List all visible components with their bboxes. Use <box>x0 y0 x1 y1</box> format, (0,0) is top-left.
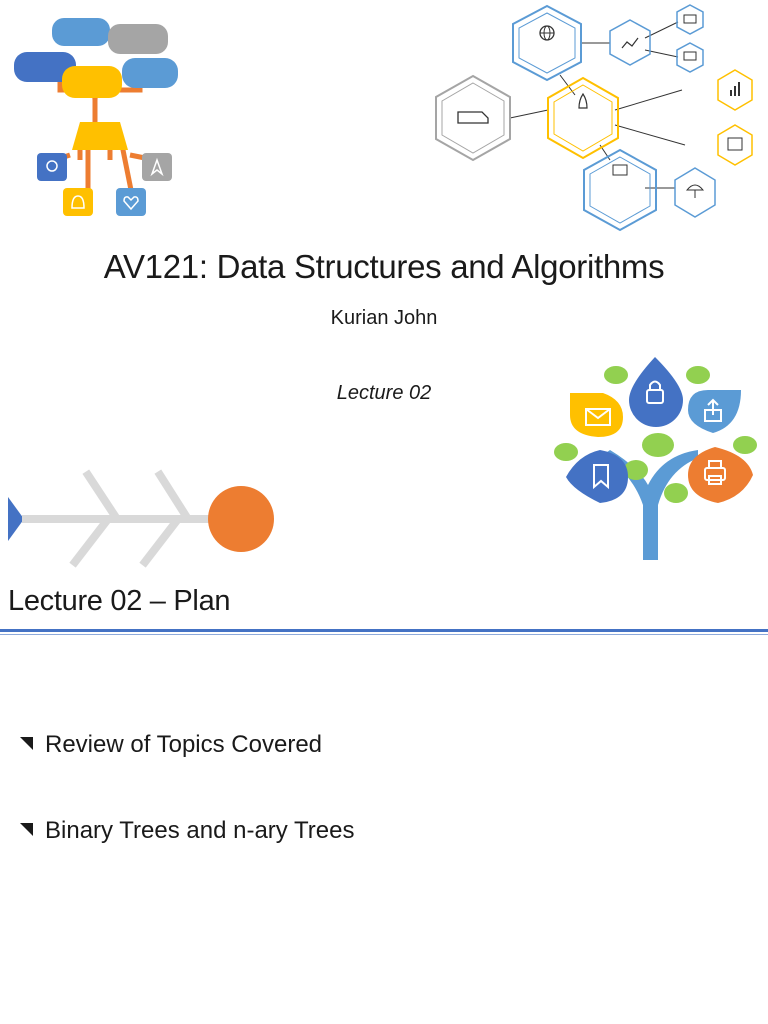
rocket-hexagon <box>547 76 619 160</box>
bar-chart-hexagon <box>717 69 753 111</box>
bell-icon <box>63 188 93 216</box>
mail-icon <box>570 393 623 437</box>
printer-icon <box>688 447 753 503</box>
location-pin-icon <box>37 153 67 181</box>
list-item: Review of Topics Covered <box>20 731 322 759</box>
monitor-hexagon <box>676 4 704 35</box>
hexagon-network-graphic <box>435 4 753 232</box>
cloud-tree-graphic <box>14 18 178 216</box>
globe-icon <box>539 25 555 41</box>
tree-icons-graphic <box>554 357 757 560</box>
globe-hexagon <box>512 4 582 82</box>
safe-hexagon <box>717 124 753 166</box>
line-chart-hexagon <box>609 19 651 66</box>
bullet-triangle-icon <box>20 822 33 836</box>
list-item: Binary Trees and n-ary Trees <box>20 817 354 845</box>
title-underline-thin <box>0 634 768 635</box>
umbrella-hexagon <box>674 167 716 218</box>
presentation-hexagon <box>583 148 657 232</box>
lock-icon <box>629 357 683 427</box>
plan-title: Lecture 02 – Plan <box>8 585 231 617</box>
share-icon <box>688 390 741 433</box>
heart-icon <box>116 188 146 216</box>
bullet-text: Review of Topics Covered <box>45 731 323 758</box>
cloud-icon <box>14 18 178 98</box>
fishbone-graphic <box>8 469 274 568</box>
lecture-number: Lecture 02 <box>336 382 432 404</box>
fish-head-icon <box>208 486 274 552</box>
fish-tail-icon <box>8 497 24 541</box>
bookmark-icon <box>566 450 628 503</box>
navigation-icon <box>142 153 172 181</box>
bullet-text: Binary Trees and n-ary Trees <box>45 817 355 844</box>
van-hexagon <box>435 74 511 162</box>
bullet-triangle-icon <box>20 736 33 750</box>
slide-title: AV121: Data Structures and Algorithms <box>103 248 665 285</box>
title-underline <box>0 629 768 632</box>
desktop-hexagon <box>676 42 704 73</box>
van-icon <box>457 111 489 124</box>
author-name: Kurian John <box>330 307 438 329</box>
rocket-icon <box>578 92 588 109</box>
